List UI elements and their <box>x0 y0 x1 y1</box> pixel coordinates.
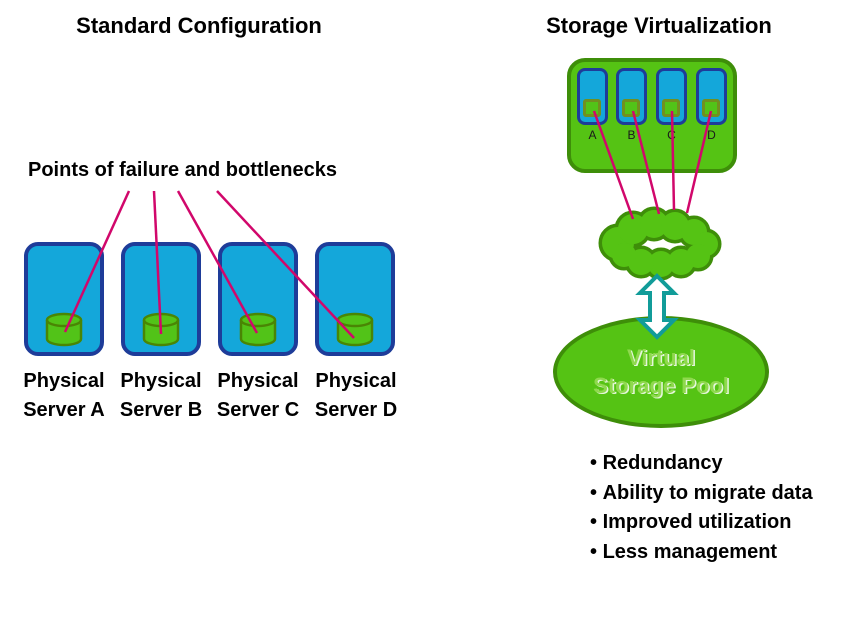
mini-server-label-a: A <box>588 128 597 142</box>
mini-server-label-d: D <box>707 128 716 142</box>
server-box-b <box>121 242 201 356</box>
mini-server-d <box>696 68 727 125</box>
server-label-a: Physical Server A <box>23 370 105 421</box>
disk-cylinder-icon <box>336 312 374 347</box>
server-label-d: Physical Server D <box>314 370 398 421</box>
disk-square-icon <box>662 99 680 117</box>
failure-connector-lines <box>63 190 355 339</box>
server-box-c <box>218 242 298 356</box>
list-item: Less management <box>590 538 813 568</box>
storage-array-box: A B C D <box>567 58 737 173</box>
disk-square-icon <box>622 99 640 117</box>
mini-server-a <box>577 68 608 125</box>
right-panel-title: Storage Virtualization <box>546 13 772 38</box>
list-item: Redundancy <box>590 449 813 479</box>
server-label-c: Physical Server C <box>216 370 300 421</box>
virtual-storage-pool: Virtual Storage Pool <box>553 316 769 428</box>
pool-label-line2: Storage Pool <box>593 373 729 398</box>
disk-square-icon <box>583 99 601 117</box>
list-item: Improved utilization <box>590 508 813 538</box>
list-item: Ability to migrate data <box>590 479 813 509</box>
disk-cylinder-icon <box>45 312 83 347</box>
server-box-d <box>315 242 395 356</box>
server-box-a <box>24 242 104 356</box>
mini-server-b <box>616 68 647 125</box>
disk-square-icon <box>702 99 720 117</box>
mini-server-label-b: B <box>627 128 636 142</box>
benefits-list: Redundancy Ability to migrate data Impro… <box>590 449 813 567</box>
left-panel-title: Standard Configuration <box>76 13 322 38</box>
pool-label-line1: Virtual <box>626 345 696 370</box>
failure-callout-label: Points of failure and bottlenecks <box>28 159 337 181</box>
disk-cylinder-icon <box>142 312 180 347</box>
mini-server-c <box>656 68 687 125</box>
network-cloud-icon <box>598 206 722 281</box>
mini-server-label-c: C <box>667 128 676 142</box>
server-label-b: Physical Server B <box>119 370 203 421</box>
disk-cylinder-icon <box>239 312 277 347</box>
